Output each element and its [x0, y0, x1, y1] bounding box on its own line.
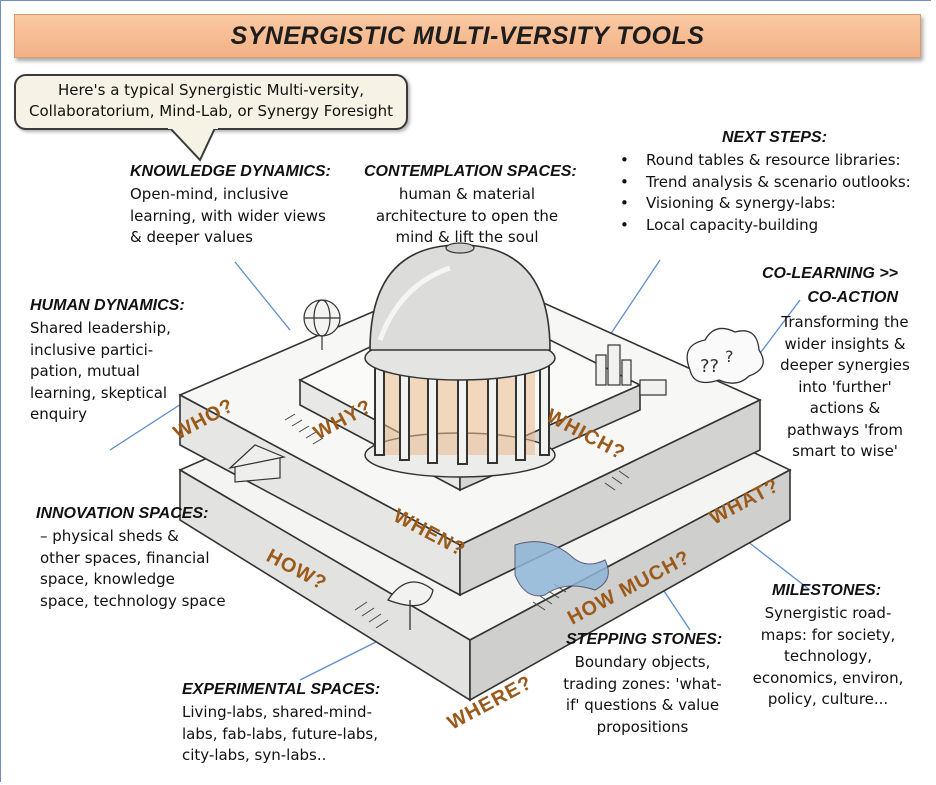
experimental-spaces-text: Living-labs, shared-mind- labs, fab-labs…: [182, 702, 378, 767]
human-dynamics-heading: HUMAN DYNAMICS:: [30, 297, 185, 314]
co-learning-line: deeper synergies: [780, 356, 910, 374]
svg-text:?: ?: [725, 347, 734, 366]
human-dynamics-line: inclusive partici-: [30, 340, 154, 359]
co-learning-line: smart to wise': [792, 442, 898, 460]
co-learning-line: actions &: [809, 399, 881, 417]
dome-building: [364, 242, 556, 478]
milestones-line: Synergistic road-: [764, 604, 892, 622]
satellite-dish: [387, 581, 434, 630]
contemplation-spaces-line: architecture to open the: [375, 206, 559, 225]
knowledge-dynamics-line: Open-mind, inclusive: [130, 185, 289, 203]
experimental-spaces-line: city-labs, syn-labs..: [182, 746, 327, 764]
shed: [228, 444, 287, 483]
co-learning-text: Transforming the wider insights & deeper…: [770, 312, 920, 463]
intro-callout: Here's a typical Synergistic Multi-versi…: [14, 74, 408, 130]
stepping-stones-heading: STEPPING STONES:: [566, 631, 723, 648]
innovation-spaces-line: space, knowledge: [40, 570, 175, 588]
callout-tail: [167, 127, 217, 162]
experimental-spaces-heading: EXPERIMENTAL SPACES:: [182, 681, 381, 698]
experimental-spaces-line: Living-labs, shared-mind-: [182, 703, 372, 721]
thought-bubble: ?? ?: [686, 327, 764, 384]
innovation-spaces-line: space, technology space: [40, 591, 226, 610]
co-learning-line: pathways 'from: [786, 420, 904, 439]
next-steps-item: Round tables & resource libraries:: [616, 150, 911, 172]
globe: [303, 299, 341, 350]
callout-tail-join: [168, 123, 218, 129]
callout-line-2: Collaboratorium, Mind-Lab, or Synergy Fo…: [29, 102, 393, 120]
svg-text:??: ??: [700, 356, 719, 377]
human-dynamics-line: pation, mutual: [30, 362, 140, 380]
contemplation-spaces-text: human & material architecture to open th…: [362, 184, 572, 249]
co-learning-heading: CO-LEARNING >>: [761, 265, 898, 282]
stepping-stones-line: propositions: [596, 717, 689, 736]
innovation-spaces-text: – physical sheds & other spaces, financi…: [40, 526, 226, 612]
human-dynamics-line: enquiry: [30, 405, 87, 423]
human-dynamics-text: Shared leadership, inclusive partici- pa…: [30, 318, 171, 426]
contemplation-spaces-line: human & material: [398, 185, 536, 203]
experimental-spaces-line: labs, fab-labs, future-labs,: [182, 724, 378, 743]
contemplation-spaces-line: mind & lift the soul: [395, 228, 539, 246]
title-banner: SYNERGISTIC MULTI-VERSITY TOOLS: [14, 14, 921, 58]
innovation-spaces-line: – physical sheds &: [40, 527, 179, 545]
milestones-text: Synergistic road- maps: for society, tec…: [738, 603, 918, 711]
stepping-stones-text: Boundary objects, trading zones: 'what- …: [560, 652, 725, 738]
co-learning-line: Transforming the: [781, 313, 909, 331]
human-dynamics-line: Shared leadership,: [30, 319, 171, 337]
co-learning-line: into 'further': [798, 377, 892, 396]
knowledge-dynamics-text: Open-mind, inclusive learning, with wide…: [130, 184, 326, 249]
human-dynamics-line: learning, skeptical: [30, 383, 168, 402]
stepping-stones-line: if' questions & value: [565, 696, 720, 714]
milestones-line: economics, environ,: [752, 668, 904, 687]
milestones-line: maps: for society,: [760, 625, 896, 644]
knowledge-dynamics-line: & deeper values: [130, 228, 253, 246]
stepping-stones-line: Boundary objects,: [574, 653, 711, 671]
co-learning-line: wider insights &: [784, 334, 906, 353]
milestones-line: technology,: [783, 647, 873, 665]
next-steps-heading: NEXT STEPS:: [722, 129, 827, 146]
next-steps-item: Visioning & synergy-labs:: [616, 193, 911, 215]
stairs: [284, 413, 630, 629]
next-steps-item: Trend analysis & scenario outlooks:: [616, 172, 911, 194]
city-skyline: [595, 344, 667, 396]
milestones-line: policy, culture...: [767, 690, 889, 708]
milestones-heading: MILESTONES:: [772, 582, 882, 599]
contemplation-spaces-heading: CONTEMPLATION SPACES:: [364, 163, 577, 180]
co-action-heading: CO-ACTION: [807, 289, 898, 306]
knowledge-dynamics-line: learning, with wider views: [130, 206, 326, 225]
innovation-spaces-heading: INNOVATION SPACES:: [36, 505, 209, 522]
knowledge-dynamics-heading: KNOWLEDGE DYNAMICS:: [130, 163, 331, 180]
callout-line-1: Here's a typical Synergistic Multi-versi…: [57, 81, 365, 99]
next-steps-list: Round tables & resource libraries: Trend…: [616, 150, 911, 236]
stepping-stones-line: trading zones: 'what-: [563, 674, 722, 693]
water-stream: [514, 541, 609, 597]
innovation-spaces-line: other spaces, financial: [40, 548, 210, 567]
next-steps-item: Local capacity-building: [616, 215, 911, 237]
page-title: SYNERGISTIC MULTI-VERSITY TOOLS: [230, 21, 705, 50]
